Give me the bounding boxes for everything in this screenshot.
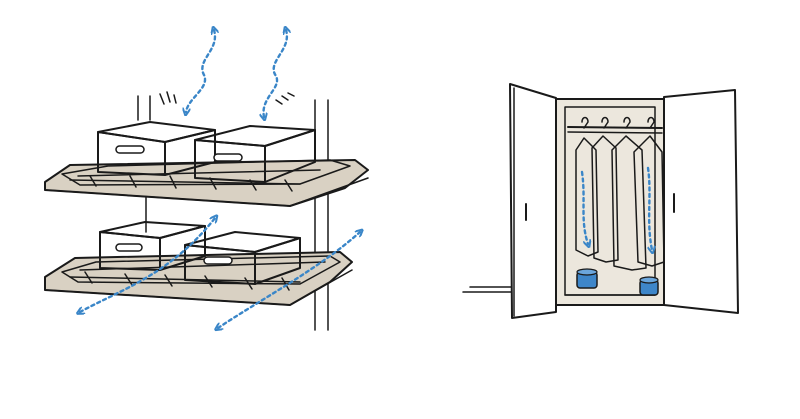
floor-line [462,286,513,293]
wardrobe-door-left [509,83,557,319]
upper-slatted-boards [61,159,351,192]
box-handle-hole-icon [213,153,243,162]
wardrobe-door-right [663,89,739,314]
storage-box-upper-left [97,121,216,176]
storage-box-upper-right [194,125,316,183]
box-handle-hole-icon [203,256,233,265]
wardrobe-floor [557,294,663,306]
hanging-clothes [575,116,665,271]
box-handle-hole-icon [115,145,145,154]
garment-1 [575,137,599,257]
shelving-illustration [44,30,369,330]
garment-2 [591,135,619,263]
garment-3 [611,135,647,271]
airflow-arrow-icon [580,166,652,250]
airflow-arrow-icon [80,30,360,328]
wardrobe-interior [555,98,665,306]
moisture-absorber-left [576,268,598,289]
garment-4 [633,135,665,267]
box-handle-hole-icon [115,243,143,252]
moisture-absorber-right [639,276,659,296]
hanging-rod [567,126,663,129]
upper-shelf-edge [44,177,369,207]
wardrobe-illustration [462,83,739,319]
